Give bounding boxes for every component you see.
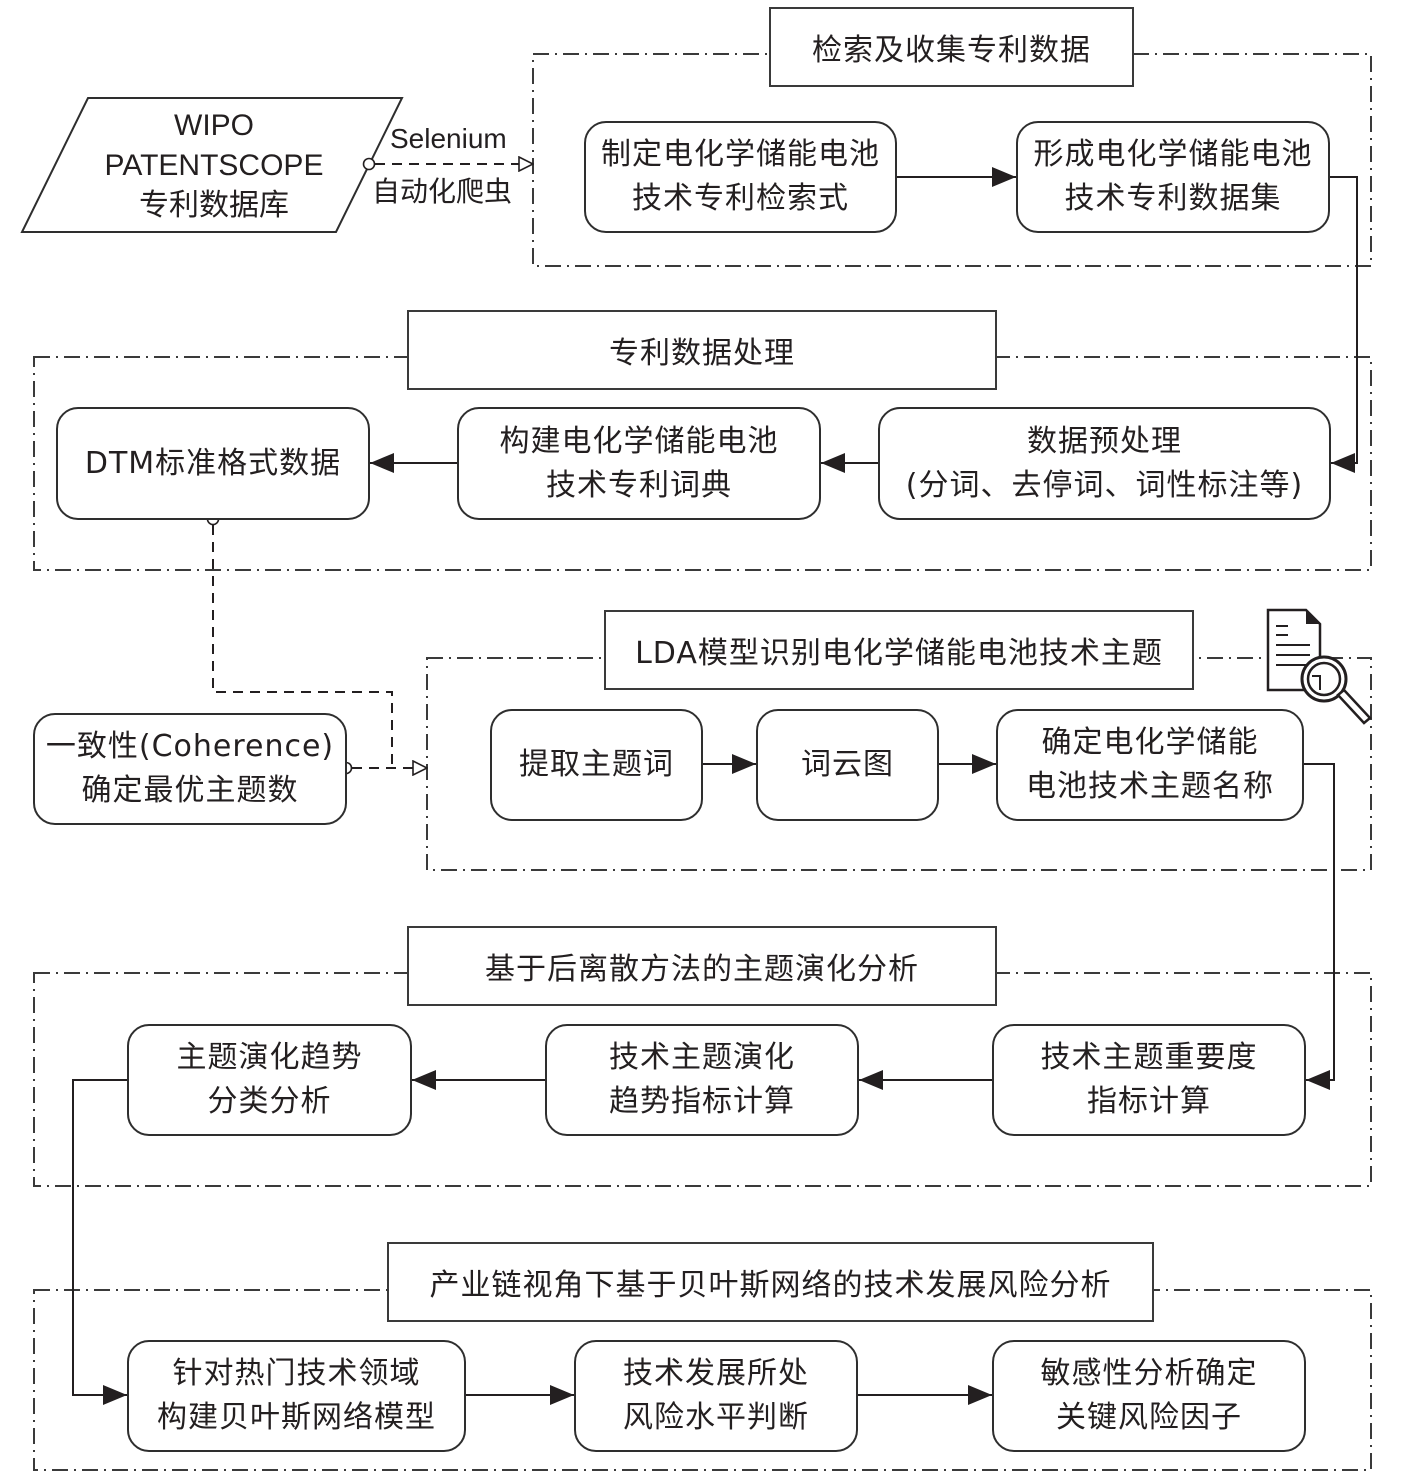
node-preprocess[interactable]: 数据预处理 (分词、去停词、词性标注等) <box>878 407 1331 520</box>
source-line-2: PATENTSCOPE <box>104 149 324 182</box>
node-patent-dataset[interactable]: 形成电化学储能电池 技术专利数据集 <box>1016 121 1330 233</box>
node-dtm-data[interactable]: DTM标准格式数据 <box>56 407 370 520</box>
node-trend-indicator[interactable]: 技术主题演化 趋势指标计算 <box>545 1024 859 1136</box>
edge-label-selenium: Selenium <box>390 123 507 154</box>
node-patent-dictionary[interactable]: 构建电化学储能电池 技术专利词典 <box>457 407 821 520</box>
source-line-1: WIPO <box>174 109 254 142</box>
edge-classify-to-bayes <box>72 1079 127 1405</box>
node-line: 敏感性分析确定 <box>1040 1356 1258 1391</box>
node-topic-naming[interactable]: 确定电化学储能 电池技术主题名称 <box>996 709 1304 821</box>
edge-dataset-to-preprocess <box>1330 176 1358 473</box>
node-line: 构建贝叶斯网络模型 <box>157 1400 436 1435</box>
group-title-risk: 产业链视角下基于贝叶斯网络的技术发展风险分析 <box>387 1242 1154 1322</box>
edge-coherence-to-lda <box>339 763 428 774</box>
node-line: 主题演化趋势 <box>176 1040 363 1075</box>
node-line: 指标计算 <box>1087 1084 1211 1119</box>
node-line: 数据预处理 <box>1027 423 1182 459</box>
node-line: DTM标准格式数据 <box>84 445 342 481</box>
node-line: 针对热门技术领域 <box>172 1356 421 1391</box>
group-title-process: 专利数据处理 <box>407 310 997 390</box>
node-line: 确定最优主题数 <box>81 773 299 808</box>
node-search-query[interactable]: 制定电化学储能电池 技术专利检索式 <box>584 121 897 233</box>
node-line: (分词、去停词、词性标注等) <box>905 467 1304 503</box>
group-title-lda: LDA模型识别电化学储能电池技术主题 <box>604 610 1194 690</box>
node-line: 词云图 <box>801 747 894 782</box>
node-line: 分类分析 <box>207 1084 332 1119</box>
node-line: 技术专利词典 <box>546 467 732 503</box>
group-title-evolution: 基于后离散方法的主题演化分析 <box>407 926 997 1006</box>
node-sensitivity-analysis[interactable]: 敏感性分析确定 关键风险因子 <box>992 1340 1306 1452</box>
node-line: 关键风险因子 <box>1056 1400 1242 1435</box>
node-importance-indicator[interactable]: 技术主题重要度 指标计算 <box>992 1024 1306 1136</box>
node-trend-classification[interactable]: 主题演化趋势 分类分析 <box>127 1024 412 1136</box>
edge-label-crawler: 自动化爬虫 <box>372 175 513 208</box>
node-line: 构建电化学储能电池 <box>499 423 779 459</box>
node-line: 技术专利数据集 <box>1064 181 1282 216</box>
source-database-shape <box>20 97 404 233</box>
node-line: 提取主题词 <box>519 747 674 782</box>
edge-source-to-collect <box>362 157 534 171</box>
node-line: 形成电化学储能电池 <box>1033 137 1313 172</box>
node-line: 制定电化学储能电池 <box>601 137 880 172</box>
node-line: 风险水平判断 <box>623 1400 809 1435</box>
node-bayes-model[interactable]: 针对热门技术领域 构建贝叶斯网络模型 <box>127 1340 466 1452</box>
node-risk-level[interactable]: 技术发展所处 风险水平判断 <box>574 1340 858 1452</box>
node-line: 电池技术主题名称 <box>1026 769 1274 804</box>
node-line: 趋势指标计算 <box>609 1084 795 1119</box>
node-extract-topic-words[interactable]: 提取主题词 <box>490 709 703 821</box>
node-coherence[interactable]: 一致性(Coherence) 确定最优主题数 <box>33 713 347 825</box>
document-search-icon <box>1266 608 1372 725</box>
source-line-3: 专利数据库 <box>139 188 289 223</box>
node-line: 技术主题演化 <box>609 1040 795 1075</box>
node-line: 确定电化学储能 <box>1041 725 1259 760</box>
edge-naming-to-importance <box>1304 763 1335 1090</box>
group-title-collect: 检索及收集专利数据 <box>769 7 1134 87</box>
node-word-cloud[interactable]: 词云图 <box>756 709 939 821</box>
node-line: 技术主题重要度 <box>1040 1040 1258 1075</box>
edge-origin-circle <box>362 157 376 171</box>
node-line: 技术专利检索式 <box>632 181 849 216</box>
node-line: 技术发展所处 <box>623 1356 809 1391</box>
source-database: WIPO PATENTSCOPE 专利数据库 <box>24 98 404 234</box>
node-line: 一致性(Coherence) <box>45 729 335 764</box>
